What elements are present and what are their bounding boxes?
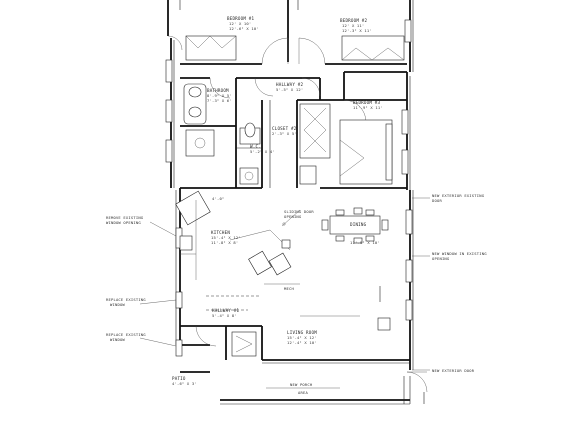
room-dims: 11'-8" X 8' [211,240,238,245]
living-fixtures [231,283,391,357]
note-replace-window: WINDOW [110,302,125,307]
room-dims: 7'-3" X 6' [207,98,232,103]
room-label: BEDROOM #2 [340,18,367,23]
notes: REMOVE EXISTING WINDOW OPENING REPLACE E… [106,193,487,395]
room-label: BEDROOM #3 [353,100,380,105]
note-new-window: OPENING [432,256,450,261]
closet-doors [185,35,405,159]
room-dims: 15'-4" X 12' [287,335,317,340]
note-replace-window: REPLACE EXISTING [106,297,146,302]
room-dims: 5'-4" X 8' [212,313,237,318]
room-dims: 12' X 11' [342,23,364,28]
room-label: BEDROOM #1 [227,16,254,21]
room-dims: 8'-9" X 5' [207,93,232,98]
note-remove-window: WINDOW OPENING [106,220,141,225]
room-label: W.C. [250,144,261,149]
exterior-walls [167,0,414,373]
toilet-icon [244,122,256,138]
sink-icon [188,86,202,98]
room-label: HALLWAY #2 [276,82,303,87]
room-label: DINING [350,222,367,227]
note-sliding-door: OPENING [284,214,302,219]
note-mech: MECH [284,286,294,291]
note-porch: AREA [298,390,308,395]
note-kitchen-window: 4'-0" [212,196,224,201]
room-label: BATHROOM [207,88,229,93]
room-dims: 12'-6" X 10' [229,26,259,31]
room-dims: 11'-9" X 10' [350,240,380,245]
windows [165,19,413,357]
room-dims: 12'-4" X 10' [287,340,317,345]
room-dims: 15'-4" X 12' [211,235,241,240]
room-dims: 11'-9" X 11' [353,105,383,110]
room-dims: 5'-2" X 4' [250,149,275,154]
room-label: KITCHEN [211,230,230,235]
note-remove-window: REMOVE EXISTING [106,215,144,220]
door-swings [167,35,428,393]
bathroom-fixtures [183,83,317,185]
bed-icon [339,119,393,185]
porch-area [220,376,425,405]
note-replace-window: REPLACE EXISTING [106,332,146,337]
room-label: PATIO [172,376,186,381]
note-leaders [139,197,430,371]
interior-walls [180,0,407,360]
note-new-exterior-door: NEW EXTERIOR EXISTING [432,193,485,198]
note-new-exterior-door: DOOR [432,198,442,203]
room-dims: 4'-6" X 3' [172,381,197,386]
note-sliding-door: SLIDING DOOR [284,209,314,214]
room-label: HALLWAY #1 [212,308,239,313]
note-new-exterior-door-2: NEW EXTERIOR DOOR [432,368,475,373]
room-label: CLOSET #2 [272,126,297,131]
note-replace-window: WINDOW [110,337,125,342]
room-dims: 2'-3" X 5' [272,131,297,136]
room-dims: 12'-3" X 11' [342,28,372,33]
dining-table-icon [321,207,389,244]
kitchen-fixtures [175,190,292,311]
note-porch: NEW PORCH [290,382,313,387]
room-dims: 12' X 10' [229,21,251,26]
room-label: LIVING ROOM [287,330,317,335]
stove-icon [248,250,272,276]
room-dims: 5'-5" X 12' [276,87,303,92]
note-new-window: NEW WINDOW IN EXISTING [432,251,487,256]
room-labels: BEDROOM #1 12' X 10' 12'-6" X 10' BEDROO… [172,16,383,386]
